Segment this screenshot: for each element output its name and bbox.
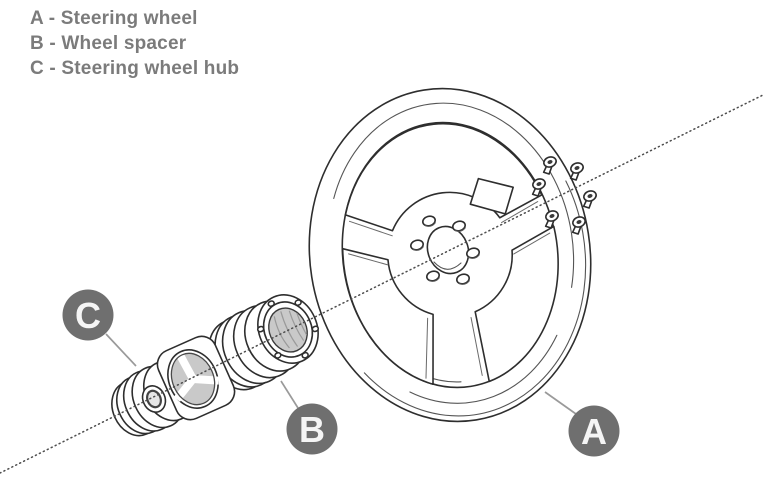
badge-b	[286, 403, 338, 455]
legend-item-b: B - Wheel spacer	[30, 33, 187, 54]
steering-wheel-drawing	[308, 87, 601, 423]
wheel-rim-highlight-bottom	[409, 334, 558, 404]
leader-line-b	[280, 380, 299, 409]
spacer-ring-holes	[256, 299, 320, 359]
ring-hole-icon	[294, 299, 302, 306]
leader-line-c	[105, 333, 137, 367]
spoke-ridge-line	[348, 253, 389, 266]
ring-hole-icon	[274, 352, 282, 359]
badge-c-letter: C	[75, 295, 101, 336]
hub-opening-wedges	[170, 352, 220, 406]
wheel-rim-highlight-top	[333, 102, 575, 288]
badge-c	[62, 289, 114, 341]
callouts: C B A	[62, 289, 620, 457]
spoke-ridge-line	[425, 317, 429, 379]
badge-a	[568, 405, 620, 457]
badge-a-letter: A	[581, 411, 607, 452]
steering-wheel-hub-drawing	[111, 335, 236, 437]
ring-hole-icon	[311, 325, 320, 333]
wheel-center-hole-contour	[433, 261, 462, 270]
leader-line-a	[544, 391, 577, 415]
spoke-ridge-line	[470, 316, 483, 376]
spoke-ridge-line	[348, 220, 393, 237]
wheel-window-right	[474, 225, 559, 383]
wheel-window-lower-left	[341, 247, 434, 386]
legend-item-a: A - Steering wheel	[30, 8, 198, 29]
hub-pad-tab	[469, 177, 514, 215]
ring-hole-icon	[267, 300, 275, 308]
exploded-axis-line	[0, 94, 764, 474]
spoke-ridge-line	[501, 201, 539, 224]
ring-hole-icon	[256, 325, 265, 333]
badge-b-letter: B	[299, 409, 325, 450]
legend-item-c: C - Steering wheel hub	[30, 58, 240, 79]
spoke-ridge-line	[513, 232, 551, 255]
ring-hole-icon	[301, 351, 309, 359]
legend: A - Steering wheel B - Wheel spacer C - …	[30, 6, 239, 81]
wheel-rim-outer-contour	[363, 180, 587, 417]
